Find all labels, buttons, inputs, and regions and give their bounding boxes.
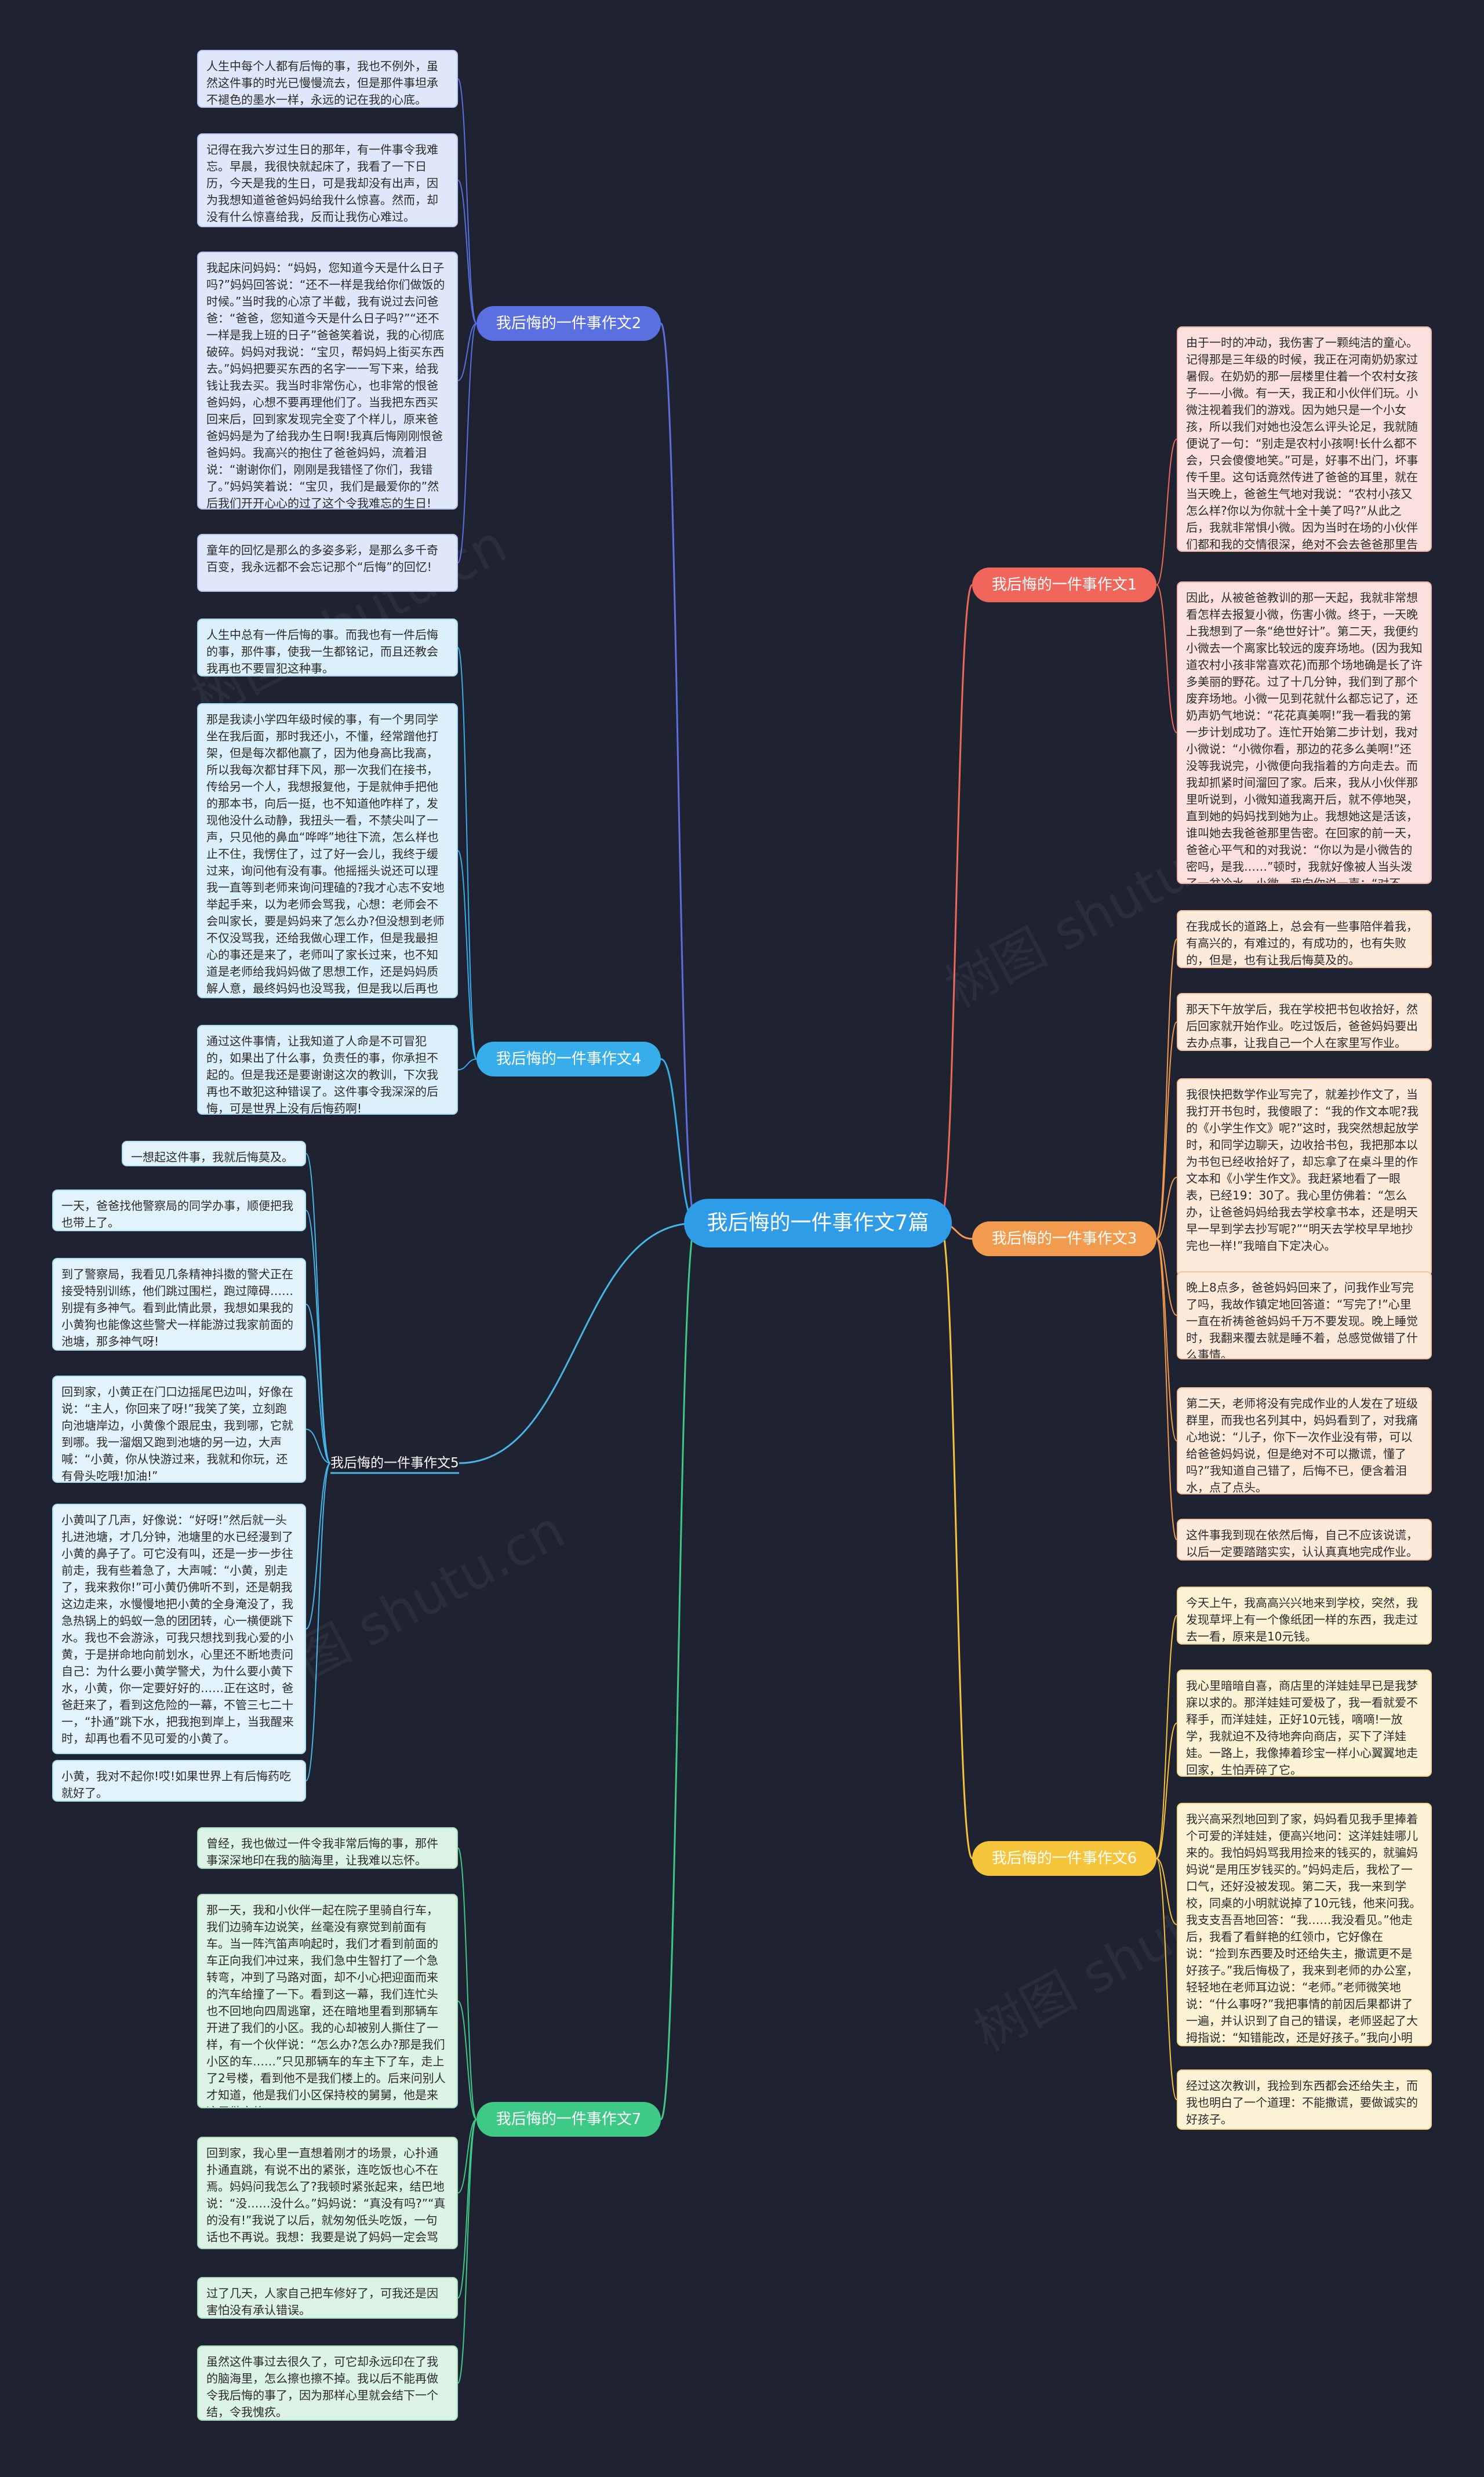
leaf-essay-7-para-5: 虽然这件事过去很久了，可它却永远印在了我的脑海里，怎么擦也擦不掉。我以后不能再做…: [197, 2345, 458, 2421]
branch-essay-3[interactable]: 我后悔的一件事作文3: [972, 1221, 1156, 1256]
leaf-essay-6-para-2: 我心里暗暗自喜，商店里的洋娃娃早已是我梦寐以求的。那洋娃娃可爱极了，我一看就爱不…: [1177, 1669, 1432, 1777]
branch-essay-6[interactable]: 我后悔的一件事作文6: [972, 1841, 1156, 1876]
leaf-essay-3-para-2: 那天下午放学后，我在学校把书包收拾好，然后回家就开始作业。吃过饭后，爸爸妈妈要出…: [1177, 993, 1432, 1051]
link-root-b7: [660, 1222, 697, 2120]
leaf-essay-6-para-1: 今天上午，我高高兴兴地来到学校，突然，我发现草坪上有一个像纸团一样的东西，我走过…: [1177, 1587, 1432, 1645]
leaf-essay-7-para-2: 那一天，我和小伙伴一起在院子里骑自行车，我们边骑车边说笑，丝毫没有察觉到前面有车…: [197, 1894, 458, 2108]
leaf-essay-5-para-3: 到了警察局，我看见几条精神抖擞的警犬正在接受特别训练，他们跳过围栏，跑过障碍………: [52, 1258, 306, 1351]
leaf-essay-6-para-4: 经过这次教训，我捡到东西都会还给失主，而我也明白了一个道理：不能撒谎，要做诚实的…: [1177, 2069, 1432, 2130]
branch-essay-7[interactable]: 我后悔的一件事作文7: [477, 2102, 661, 2137]
leaf-essay-7-para-4: 过了几天，人家自己把车修好了，可我还是因害怕没有承认错误。: [197, 2277, 458, 2319]
leaf-essay-4-para-3: 通过这件事情，让我知道了人命是不可冒犯的，如果出了什么事，负责任的事，你承担不起…: [197, 1025, 458, 1115]
leaf-essay-2-para-3: 我起床问妈妈：“妈妈，您知道今天是什么日子吗?”妈妈回答说：“还不一样是我给你们…: [197, 252, 458, 510]
link-b3-0: [1156, 939, 1177, 1239]
leaf-essay-3-para-1: 在我成长的道路上，总会有一些事陪伴着我，有高兴的，有难过的，有成功的，也有失败的…: [1177, 910, 1432, 968]
leaf-essay-1-para-1: 由于一时的冲动，我伤害了一颗纯洁的童心。记得那是三年级的时候，我正在河南奶奶家过…: [1177, 326, 1432, 552]
link-b7-0: [457, 1847, 477, 2120]
leaf-essay-2-para-1: 人生中每个人都有后悔的事，我也不例外，虽然这件事的时光已慢慢流去，但是那件事坦承…: [197, 50, 458, 108]
link-b6-0: [1156, 1615, 1177, 1859]
link-root-b6: [939, 1222, 973, 1860]
link-b1-0: [1156, 438, 1177, 585]
link-b7-1: [457, 2000, 477, 2120]
leaf-essay-5-para-5: 小黄叫了几声，好像说：“好呀!”然后就一头扎进池塘，才几分钟，池塘里的水已经漫到…: [52, 1504, 306, 1754]
leaf-essay-1-para-2: 因此，从被爸爸教训的那一天起，我就非常想看怎样去报复小微，伤害小微。终于，一天晚…: [1177, 581, 1432, 884]
link-b1-1: [1156, 584, 1177, 733]
link-b3-1: [1156, 1021, 1177, 1239]
leaf-essay-3-para-3: 我很快把数学作业写完了，就差抄作文了，当我打开书包时，我傻眼了：“我的作文本呢?…: [1177, 1078, 1432, 1276]
link-b5-4: [305, 1463, 331, 1629]
link-b2-1: [457, 180, 477, 324]
link-b3-4: [1156, 1238, 1177, 1442]
link-b4-0: [457, 647, 477, 1060]
link-b4-1: [457, 850, 477, 1060]
link-b5-1: [305, 1210, 331, 1464]
link-b4-2: [457, 1059, 477, 1071]
link-b5-2: [305, 1304, 331, 1464]
link-b7-4: [457, 2119, 477, 2384]
leaf-essay-7-para-1: 曾经，我也做过一件令我非常后悔的事，那件事深深地印在我的脑海里，让我难以忘怀。: [197, 1827, 458, 1869]
link-root-b2: [660, 322, 697, 1224]
branch-essay-1[interactable]: 我后悔的一件事作文1: [972, 568, 1156, 602]
leaf-essay-2-para-4: 童年的回忆是那么的多姿多彩，是那么多千奇百变，我永远都不会忘记那个“后悔”的回忆…: [197, 534, 458, 592]
leaf-essay-5-para-6: 小黄，我对不起你!哎!如果世界上有后悔药吃就好了。: [52, 1760, 306, 1802]
link-b6-3: [1156, 1858, 1177, 2100]
leaf-essay-3-para-5: 第二天，老师将没有完成作业的人发在了班级群里，而我也名列其中，妈妈看到了，对我痛…: [1177, 1387, 1432, 1494]
link-b6-1: [1156, 1722, 1177, 1859]
link-b3-3: [1156, 1238, 1177, 1316]
link-root-b1: [939, 584, 973, 1224]
link-b5-3: [305, 1428, 331, 1464]
link-b3-5: [1156, 1238, 1177, 1540]
root-topic[interactable]: 我后悔的一件事作文7篇: [684, 1199, 952, 1247]
branch-essay-5[interactable]: 我后悔的一件事作文5: [330, 1456, 459, 1471]
leaf-essay-6-para-3: 我兴高采烈地回到了家，妈妈看见我手里捧着个可爱的洋娃娃，便高兴地问：这洋娃娃哪儿…: [1177, 1803, 1432, 2046]
branch-essay-2[interactable]: 我后悔的一件事作文2: [477, 306, 661, 341]
link-b7-2: [457, 2119, 477, 2194]
branch-essay-4[interactable]: 我后悔的一件事作文4: [477, 1042, 661, 1076]
leaf-essay-3-para-6: 这件事我到现在依然后悔，自己不应该说谎，以后一定要踏踏实实，认认真真地完成作业。: [1177, 1519, 1432, 1561]
leaf-essay-5-para-4: 回到家，小黄正在门口边摇尾巴边叫，好像在说：“主人，你回来了呀!”我笑了笑，立刻…: [52, 1376, 306, 1483]
leaf-essay-3-para-4: 晚上8点多，爸爸妈妈回来了，问我作业写完了吗，我故作镇定地回答道：“写完了!”心…: [1177, 1271, 1432, 1359]
link-b2-3: [457, 323, 477, 563]
leaf-essay-4-para-1: 人生中总有一件后悔的事。而我也有一件后悔的事，那件事，使我一生都铭记，而且还教会…: [197, 619, 458, 676]
leaf-essay-2-para-2: 记得在我六岁过生日的那年，有一件事令我难忘。早晨，我很快就起床了，我看了一下日历…: [197, 133, 458, 227]
link-root-b5: [459, 1222, 696, 1464]
link-b3-2: [1156, 1177, 1177, 1239]
link-b6-2: [1156, 1858, 1177, 1925]
leaf-essay-5-para-2: 一天，爸爸找他警察局的同学办事，顺便把我也带上了。: [52, 1190, 306, 1231]
link-b7-3: [457, 2119, 477, 2298]
link-b5-5: [305, 1463, 331, 1781]
leaf-essay-7-para-3: 回到家，我心里一直想着刚才的场景，心扑通扑通直跳，有说不出的紧张，连吃饭也心不在…: [197, 2137, 458, 2249]
link-b2-2: [457, 323, 477, 381]
leaf-essay-4-para-2: 那是我读小学四年级时候的事，有一个男同学坐在我后面，那时我还小，不懂，经常蹭他打…: [197, 703, 458, 998]
leaf-essay-5-para-1: 一想起这件事，我就后悔莫及。: [122, 1141, 306, 1166]
link-b2-0: [457, 78, 477, 324]
